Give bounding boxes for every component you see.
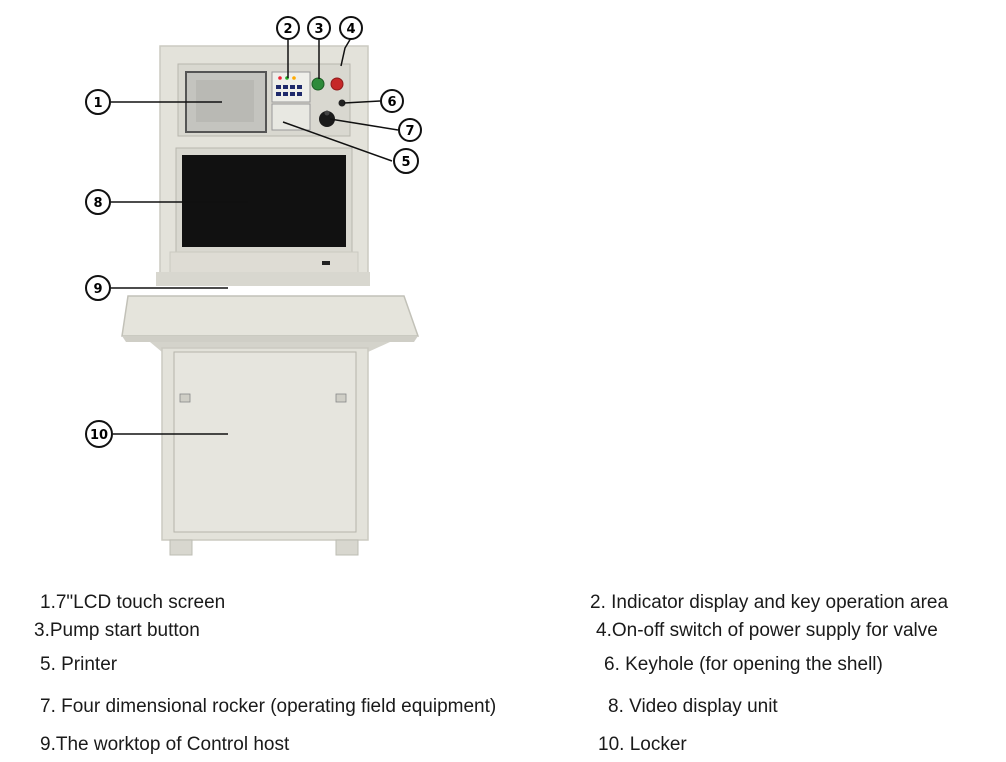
legend-item-9: 9.The worktop of Control host: [40, 734, 290, 755]
lcd-display-area: [196, 80, 254, 122]
callout-3-label: 3: [314, 22, 323, 37]
callout-10-label: 10: [90, 428, 108, 443]
callout-9-label: 9: [93, 282, 102, 297]
callout-6: 6: [380, 89, 404, 113]
callout-8-label: 8: [93, 196, 102, 211]
worktop-front-lip: [122, 336, 418, 342]
callout-7-label: 7: [405, 124, 414, 139]
legend-item-2: 2. Indicator display and key operation a…: [590, 592, 949, 613]
callout-5-label: 5: [401, 155, 410, 170]
indicator-lights: [278, 76, 296, 80]
key-buttons: [276, 85, 302, 96]
callout-4: 4: [339, 16, 363, 40]
pump-start-button: [311, 77, 325, 91]
legend-item-7: 7. Four dimensional rocker (operating fi…: [40, 696, 497, 717]
legend-item-10: 10. Locker: [598, 734, 687, 755]
worktop: [121, 295, 420, 337]
callout-8: 8: [85, 189, 111, 215]
callout-2: 2: [276, 16, 300, 40]
panel-latch: [322, 261, 330, 265]
leader-lines: [111, 37, 399, 435]
rocker-knob: [324, 110, 330, 116]
keyhole: [338, 99, 346, 107]
control-cabinet-diagram: 1 2 3 4 5 6 7 8 9 10: [85, 16, 422, 556]
power-switch-button: [330, 77, 344, 91]
locker-door: [173, 351, 357, 533]
rocker-joystick: [319, 111, 335, 127]
callout-7: 7: [398, 118, 422, 142]
foot-right: [335, 539, 359, 556]
foot-left: [169, 539, 193, 556]
callout-2-label: 2: [283, 22, 292, 37]
printer: [271, 103, 311, 131]
legend-item-3: 3.Pump start button: [34, 620, 200, 641]
callout-4-label: 4: [346, 22, 355, 37]
door-hinge-right: [335, 393, 347, 403]
callout-1: 1: [85, 89, 111, 115]
legend-item-4: 4.On-off switch of power supply for valv…: [596, 620, 938, 641]
legend-item-5: 5. Printer: [40, 654, 118, 675]
video-display-screen: [182, 155, 346, 247]
door-hinge-left: [179, 393, 191, 403]
callout-3: 3: [307, 16, 331, 40]
legend-item-6: 6. Keyhole (for opening the shell): [604, 654, 883, 675]
callout-1-label: 1: [93, 96, 102, 111]
callout-5: 5: [393, 148, 419, 174]
callout-9: 9: [85, 275, 111, 301]
legend-item-1: 1.7"LCD touch screen: [40, 592, 226, 613]
callout-6-label: 6: [387, 95, 396, 110]
worktop-back: [156, 272, 370, 286]
callout-10: 10: [85, 420, 113, 448]
legend-item-8: 8. Video display unit: [608, 696, 778, 717]
